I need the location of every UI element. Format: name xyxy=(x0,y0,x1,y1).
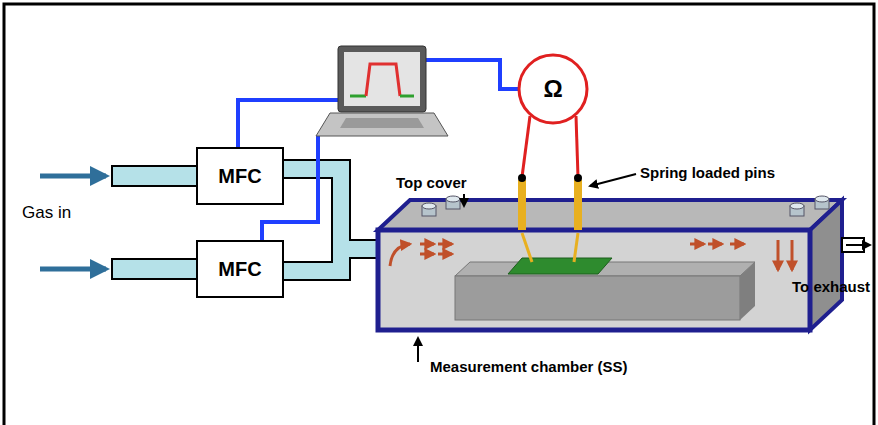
part-label: Gas in xyxy=(22,203,71,223)
part-label: Measurement chamber (SS) xyxy=(430,358,628,375)
ohmmeter-circle: Ω xyxy=(517,53,589,125)
flow-arrow xyxy=(390,240,792,270)
mfc-box: MFC xyxy=(196,147,284,205)
probe-wire xyxy=(522,116,530,177)
mfc-box: MFC xyxy=(196,240,284,298)
part-label: Top cover xyxy=(396,174,467,191)
screw xyxy=(422,196,829,216)
signal-wire xyxy=(238,100,338,147)
leader-arrow xyxy=(590,174,636,186)
gas-pipe xyxy=(112,259,198,279)
box-label: MFC xyxy=(218,165,261,188)
circle-outline xyxy=(519,55,587,123)
leader-arrow xyxy=(463,194,465,206)
gas-arrow xyxy=(40,174,106,179)
measurement-chamber xyxy=(378,200,842,330)
leader-arrow xyxy=(417,338,419,362)
box-label: MFC xyxy=(218,258,261,281)
exhaust-arrow xyxy=(846,244,870,246)
gas-arrow xyxy=(40,267,106,272)
gas-pipe xyxy=(112,166,198,186)
probe-wire xyxy=(576,116,578,177)
frame xyxy=(4,4,874,425)
part-label: To exhaust xyxy=(792,278,870,295)
part-label: Spring loaded pins xyxy=(640,164,775,181)
spring-pin xyxy=(518,174,582,230)
signal-wire xyxy=(426,60,518,89)
laptop xyxy=(316,46,448,136)
ohm-symbol: Ω xyxy=(543,75,562,103)
